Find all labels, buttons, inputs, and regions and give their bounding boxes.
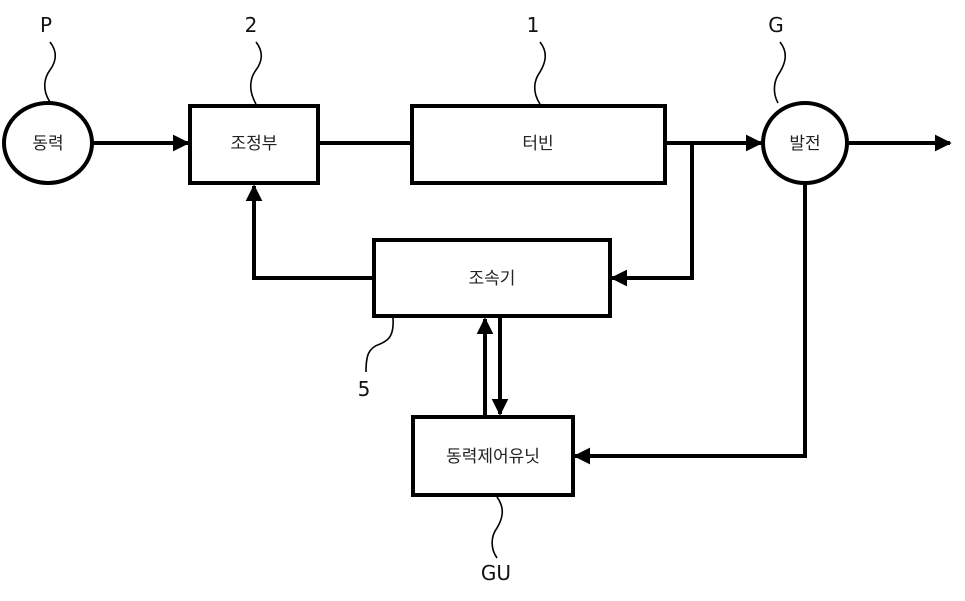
leader-power-control-unit: [491, 496, 504, 559]
governor-label: 조속기: [469, 269, 516, 289]
leader-adjuster: [249, 41, 263, 105]
leader-turbine: [533, 41, 547, 105]
power-control-unit-label: 동력제어유닛: [446, 447, 540, 467]
leader-power: [43, 41, 57, 103]
ref-label-adjuster: 2: [245, 13, 258, 37]
power-control-unit-box: [411, 415, 575, 497]
ref-label-power: P: [40, 13, 52, 37]
adjuster-label: 조정부: [231, 134, 278, 154]
ref-label-power-control-unit: GU: [481, 561, 511, 585]
node-adjuster: 조정부: [188, 104, 320, 185]
turbine-box: [410, 104, 667, 185]
leader-generator: [773, 41, 787, 104]
edge-generator-to-control-unit: [573, 183, 807, 465]
ref-label-generator: G: [768, 13, 784, 37]
edge-turbine-to-governor: [610, 143, 694, 287]
ref-label-turbine: 1: [527, 13, 540, 37]
power-label: 동력: [32, 134, 63, 154]
node-power-control-unit: 동력제어유닛: [411, 415, 575, 497]
adjuster-box: [188, 104, 320, 185]
governor-box: [372, 238, 612, 318]
turbine-label: 터빈: [522, 134, 553, 154]
edge-governor-to-adjuster: [245, 184, 374, 280]
generator-label: 발전: [789, 134, 820, 154]
ref-label-governor: 5: [358, 377, 371, 401]
leader-governor: [365, 317, 394, 373]
node-generator: 발전: [761, 101, 849, 185]
node-turbine: 터빈: [410, 104, 667, 185]
node-governor: 조속기: [372, 238, 612, 318]
node-power: 동력: [2, 101, 94, 185]
